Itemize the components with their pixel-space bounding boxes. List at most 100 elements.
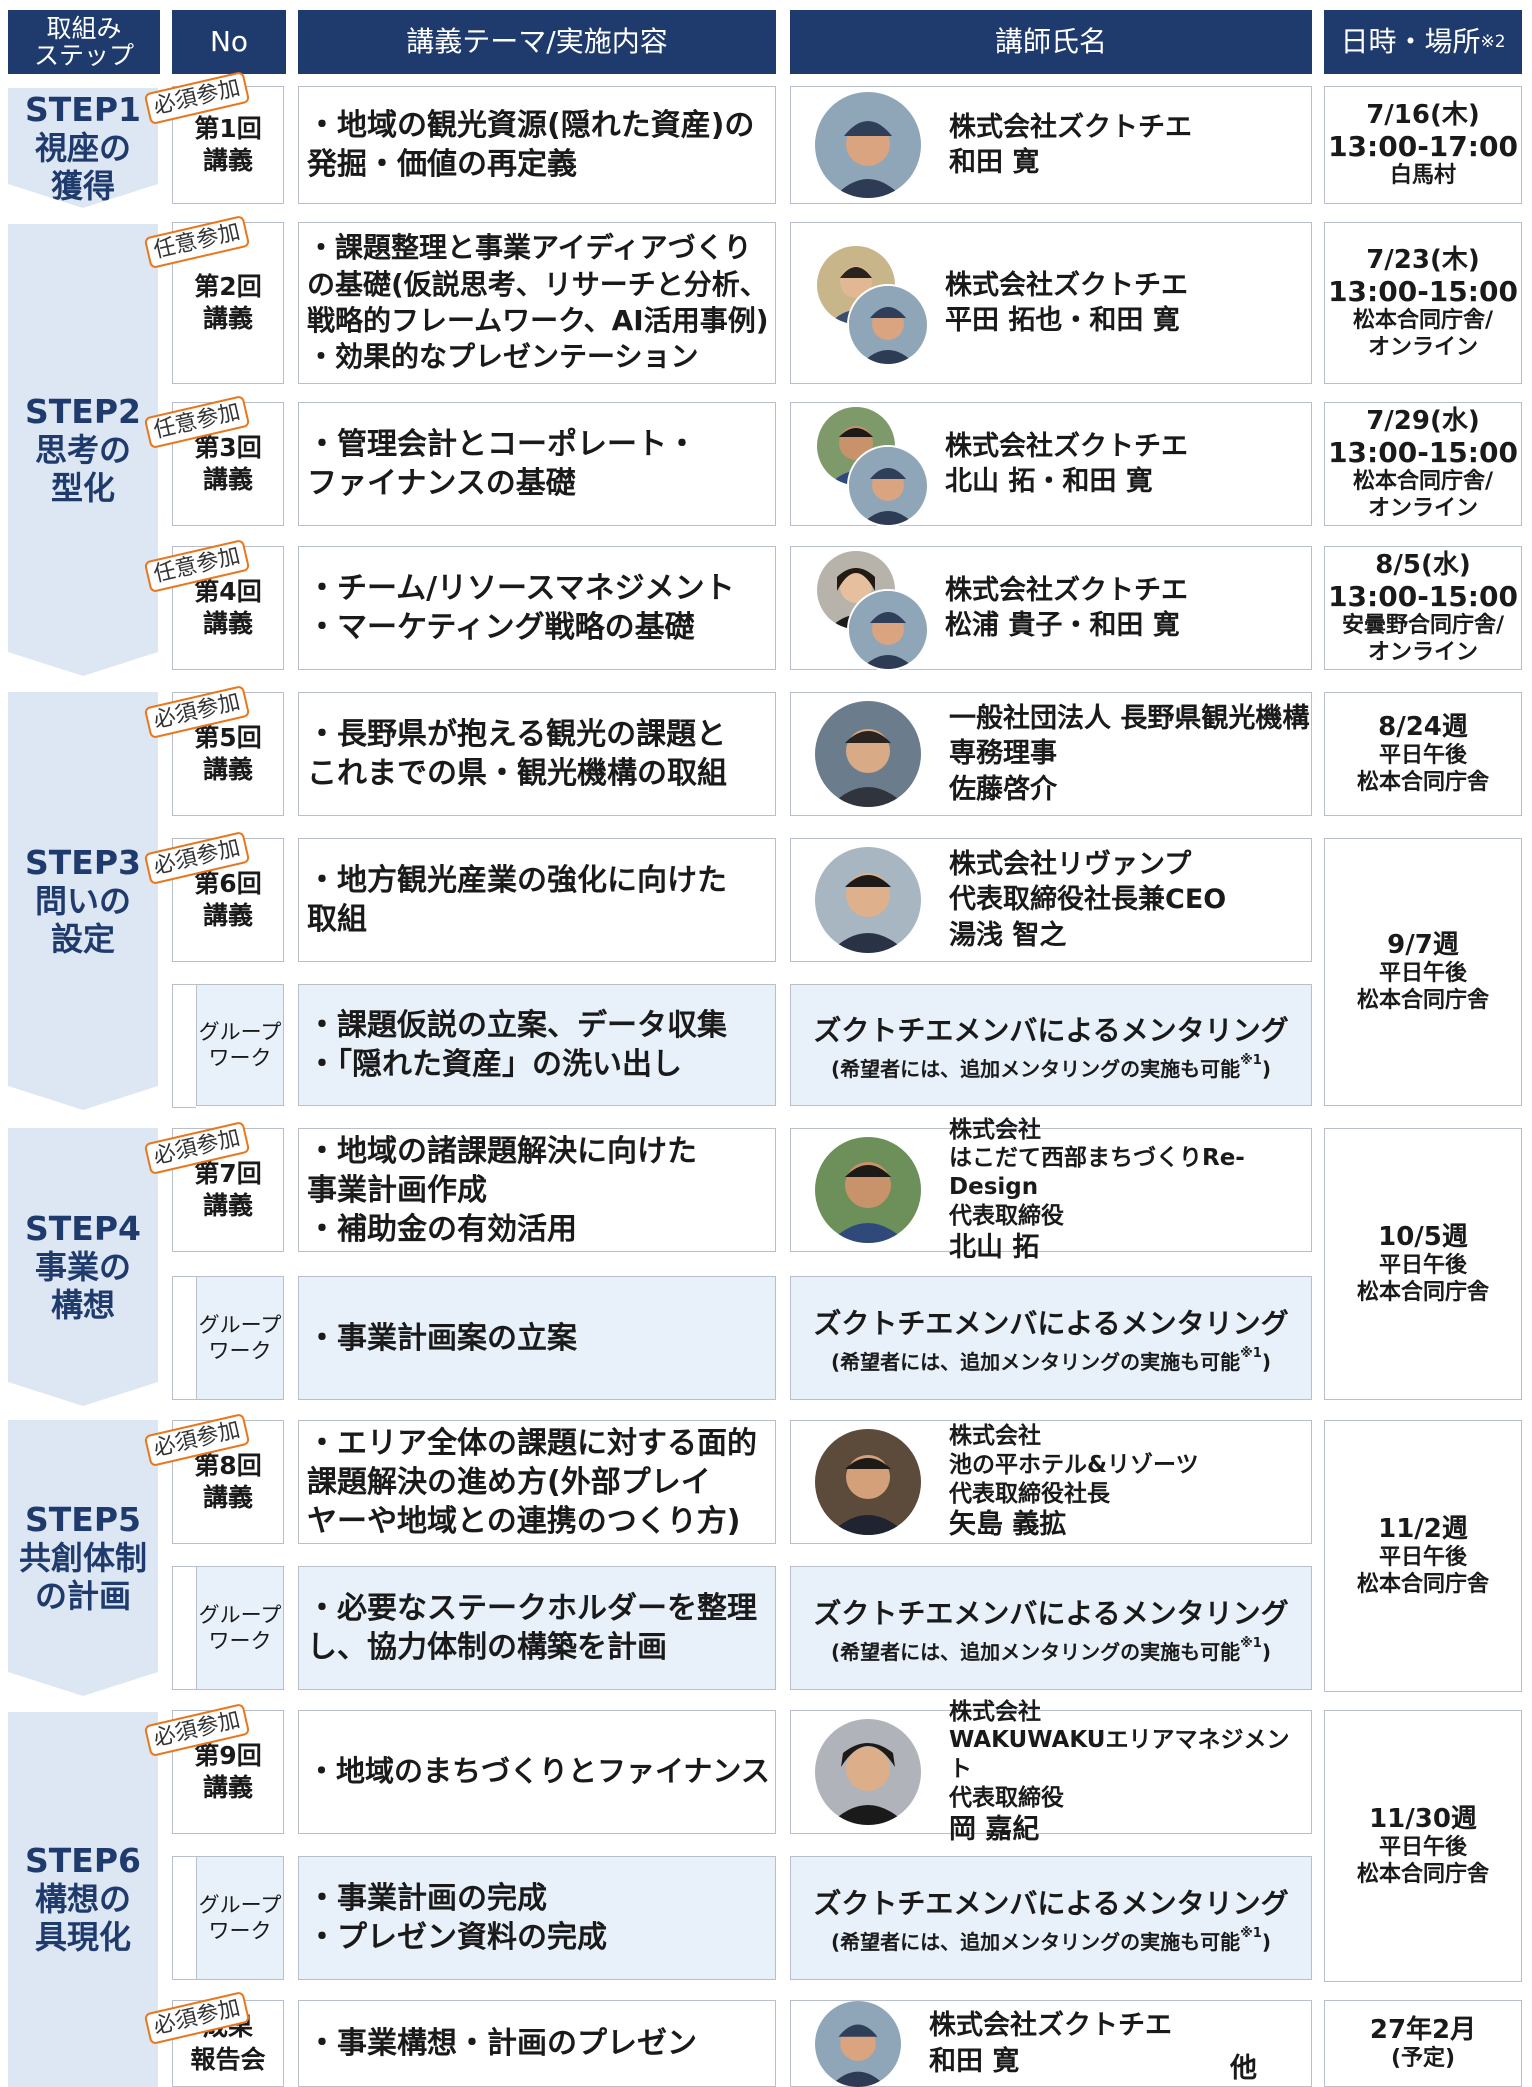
header-step-label: 取組み ステップ [33,13,134,70]
header-date-label: 日時・場所 [1340,24,1481,58]
lecturer-cell: 株式会社リヴァンプ 代表取締役社長兼CEO 湯浅 智之 [790,838,1312,962]
lecturer-cell: 株式会社ズクトチエ 北山 拓・和田 寛 [790,402,1312,527]
date-cell: 7/23(木) 13:00-15:00 松本合同庁舎/ オンライン [1324,222,1522,384]
header-theme: 講義テーマ/実施内容 [298,10,776,74]
theme-cell: ・事業計画の完成 ・プレゼン資料の完成 [298,1856,776,1980]
no-label: 第1回 講義 [194,113,262,176]
no-cell: グループ ワーク [196,1566,284,1690]
lecturer-cell: 株式会社ズクトチエ 和田 寛 [790,86,1312,204]
no-label: 第5回 講義 [194,722,262,785]
no-label: グループ ワーク [198,1602,282,1653]
date-place: 安曇野合同庁舎/ オンライン [1341,613,1505,665]
no-cell: グループ ワーク [196,984,284,1106]
lecturer-photo [815,847,921,953]
lecturer-photo [847,284,929,366]
no-label: グループ ワーク [198,1312,282,1363]
step-number: STEP6 [25,1841,141,1881]
theme-text: ・長野県が抱える観光の課題と これまでの県・観光機構の取組 [307,717,727,791]
date-day: 7/23(木) [1366,244,1480,275]
theme-cell: ・管理会計とコーポレート・ ファイナンスの基礎 [298,402,776,526]
date-cell: 11/2週 平日午後 松本合同庁舎 [1324,1420,1522,1692]
lecturer-name: 一般社団法人 長野県観光機構 専務理事 佐藤啓介 [949,703,1310,805]
mentoring-title: ズクトチエメンバによるメンタリング [813,1013,1289,1047]
step-4: STEP4 事業の 構想 [8,1128,158,1406]
date-time: 13:00-15:00 [1328,436,1518,470]
date-cell: 8/5(水) 13:00-15:00 安曇野合同庁舎/ オンライン [1324,546,1522,670]
lecturer-name: 株式会社リヴァンプ 代表取締役社長兼CEO 湯浅 智之 [949,849,1227,951]
date-place: 平日午後 松本合同庁舎 [1356,961,1489,1013]
header-date: 日時・場所※2 [1324,10,1522,74]
no-cell: グループ ワーク [196,1276,284,1400]
date-cell: 7/16(木) 13:00-17:00 白馬村 [1324,86,1522,204]
lecturer-photo [815,1137,921,1243]
mentoring-title: ズクトチエメンバによるメンタリング [813,1886,1289,1920]
date-place: (予定) [1390,2045,1456,2071]
mentoring-cell: ズクトチエメンバによるメンタリング (希望者には、追加メンタリングの実施も可能※… [790,1856,1312,1980]
date-time: 13:00-15:00 [1328,580,1518,614]
lecturer-cell: 株式会社ズクトチエ 松浦 貴子・和田 寛 [790,546,1312,671]
date-cell: 9/7週 平日午後 松本合同庁舎 [1324,838,1522,1106]
mentoring-cell: ズクトチエメンバによるメンタリング (希望者には、追加メンタリングの実施も可能※… [790,1566,1312,1690]
date-cell: 8/24週 平日午後 松本合同庁舎 [1324,692,1522,816]
no-label: 第7回 講義 [194,1158,262,1221]
header-theme-label: 講義テーマ/実施内容 [406,24,668,58]
no-label: 第8回 講義 [194,1450,262,1513]
header-date-note: ※2 [1480,31,1506,52]
lecturer-cell: 株式会社 WAKUWAKUエリアマネジメント 代表取締役岡 嘉紀 [790,1699,1312,1845]
lecturer-photo [815,92,921,198]
theme-cell: ・地域のまちづくりとファイナンス [298,1710,776,1834]
date-day: 8/24週 [1378,712,1468,743]
header-step: 取組み ステップ [8,10,160,74]
lecturer-photo [815,2000,901,2087]
theme-text: ・課題整理と事業アイディアづくり の基礎(仮説思考、リサーチと分析、 戦略的フレ… [307,231,769,374]
mentoring-note: (希望者には、追加メンタリングの実施も可能※1) [831,1345,1271,1374]
lecturer-cell: 株式会社ズクトチエ 平田 拓也・和田 寛 [790,222,1312,384]
mentoring-note: (希望者には、追加メンタリングの実施も可能※1) [831,1925,1271,1954]
date-place: 平日午後 松本合同庁舎 [1356,1835,1489,1887]
date-cell: 27年2月 (予定) [1324,2000,1522,2087]
theme-text: ・事業構想・計画のプレゼン [307,2026,697,2061]
lecturer-photo [847,445,929,527]
step-title: 視座の 獲得 [34,128,131,205]
date-day: 9/7週 [1387,930,1459,961]
group-bracket [172,984,196,1108]
date-day: 7/16(木) [1366,100,1480,131]
group-bracket [172,1856,196,1980]
lecturer-name: 株式会社 はこだて西部まちづくりRe-Design 代表取締役北山 拓 [949,1116,1245,1263]
date-cell: 7/29(水) 13:00-15:00 松本合同庁舎/ オンライン [1324,402,1522,526]
group-bracket [172,1276,196,1400]
lecturer-name: 株式会社ズクトチエ 和田 寛 [949,111,1192,178]
lecturer-cell: 株式会社 はこだて西部まちづくりRe-Design 代表取締役北山 拓 [790,1117,1312,1263]
no-label: グループ ワーク [198,1019,282,1070]
mentoring-note: (希望者には、追加メンタリングの実施も可能※1) [831,1052,1271,1081]
theme-text: ・必要なステークホルダーを整理 し、協力体制の構築を計画 [307,1591,757,1665]
date-day: 27年2月 [1369,2014,1477,2045]
step-number: STEP5 [25,1499,141,1539]
lecturer-photo [847,589,929,671]
lecturer-name: 株式会社ズクトチエ 北山 拓・和田 寛 [945,430,1188,497]
group-bracket [172,1566,196,1690]
lecturer-photo [815,1719,921,1825]
theme-text: ・チーム/リソースマネジメント ・マーケティング戦略の基礎 [307,571,735,645]
theme-text: ・地域のまちづくりとファイナンス [307,1754,770,1789]
theme-text: ・管理会計とコーポレート・ ファイナンスの基礎 [307,427,697,501]
lecturer-name: 株式会社 池の平ホテル&リゾーツ 代表取締役社長矢島 義拡 [949,1423,1199,1541]
theme-cell: ・地域の諸課題解決に向けた 事業計画作成 ・補助金の有効活用 [298,1128,776,1252]
step-5: STEP5 共創体制 の計画 [8,1420,158,1696]
date-day: 11/2週 [1378,1514,1468,1545]
no-cell: 第8回 講義 [172,1420,284,1544]
mentoring-title: ズクトチエメンバによるメンタリング [813,1596,1289,1630]
mentoring-note: (希望者には、追加メンタリングの実施も可能※1) [831,1635,1271,1664]
theme-text: ・地方観光産業の強化に向けた 取組 [307,863,727,937]
lecturer-photo [815,1429,921,1535]
lecturer-name: 株式会社 WAKUWAKUエリアマネジメント 代表取締役岡 嘉紀 [949,1698,1290,1845]
no-label: 第6回 講義 [194,868,262,931]
date-place: 平日午後 松本合同庁舎 [1356,1253,1489,1305]
lecturer-photos [815,244,929,366]
step-title: 構想の 具現化 [34,1880,131,1957]
step-number: STEP4 [25,1208,141,1248]
date-day: 11/30週 [1369,1804,1477,1835]
theme-text: ・事業計画案の立案 [307,1320,577,1356]
theme-cell: ・エリア全体の課題に対する面的 課題解決の進め方(外部プレイ ヤーや地域との連携… [298,1420,776,1544]
no-cell: グループ ワーク [196,1856,284,1980]
